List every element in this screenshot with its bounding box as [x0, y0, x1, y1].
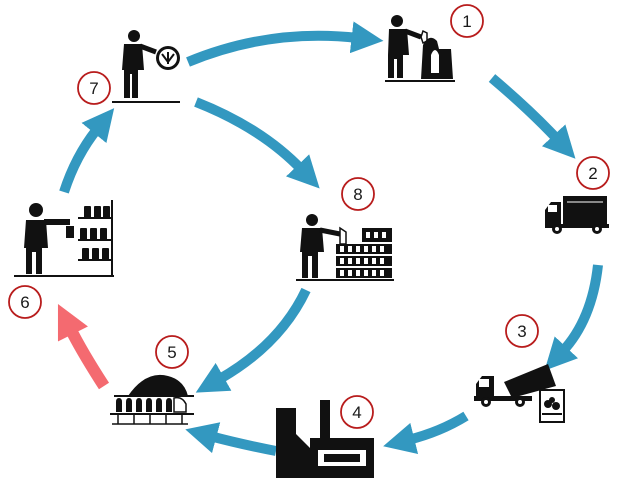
step-badge-6: 6 — [8, 285, 42, 319]
step-badge-2: 2 — [576, 156, 610, 190]
step-number-4: 4 — [352, 403, 361, 422]
bottling-facility-icon — [110, 374, 194, 425]
person-with-shopping-bag-icon — [112, 30, 180, 103]
step-badge-1: 1 — [450, 4, 484, 38]
recycling-plant-icon — [276, 400, 374, 478]
step-number-3: 3 — [517, 322, 526, 341]
step-badge-5: 5 — [155, 335, 189, 369]
step-badge-4: 4 — [340, 395, 374, 429]
step-number-1: 1 — [462, 12, 471, 31]
delivery-truck-icon — [545, 196, 609, 234]
arrow-7-to-1 — [186, 21, 384, 67]
step-number-7: 7 — [89, 79, 98, 98]
step-badge-3: 3 — [505, 314, 539, 348]
arrow-1-to-2 — [488, 74, 576, 159]
arrow-2-to-3 — [544, 264, 603, 371]
person-at-store-shelf-icon — [14, 200, 114, 277]
person-at-bottle-crates-icon — [296, 214, 394, 281]
step-badge-7: 7 — [77, 71, 111, 105]
dump-truck-unloading-icon — [474, 364, 565, 423]
step-number-2: 2 — [588, 164, 597, 183]
step-number-5: 5 — [167, 343, 176, 362]
step-badge-8: 8 — [341, 177, 375, 211]
person-discarding-bottle-into-bin-icon — [385, 15, 455, 82]
arrow-3-to-4 — [383, 411, 469, 454]
step-number-8: 8 — [353, 185, 362, 204]
arrow-4-to-5 — [185, 422, 277, 456]
step-number-6: 6 — [20, 293, 29, 312]
arrow-8-to-5 — [195, 287, 311, 393]
arrow-7-to-8 — [194, 97, 320, 189]
arrow-5-to-6 — [57, 303, 110, 390]
arrow-6-to-7 — [59, 108, 115, 194]
